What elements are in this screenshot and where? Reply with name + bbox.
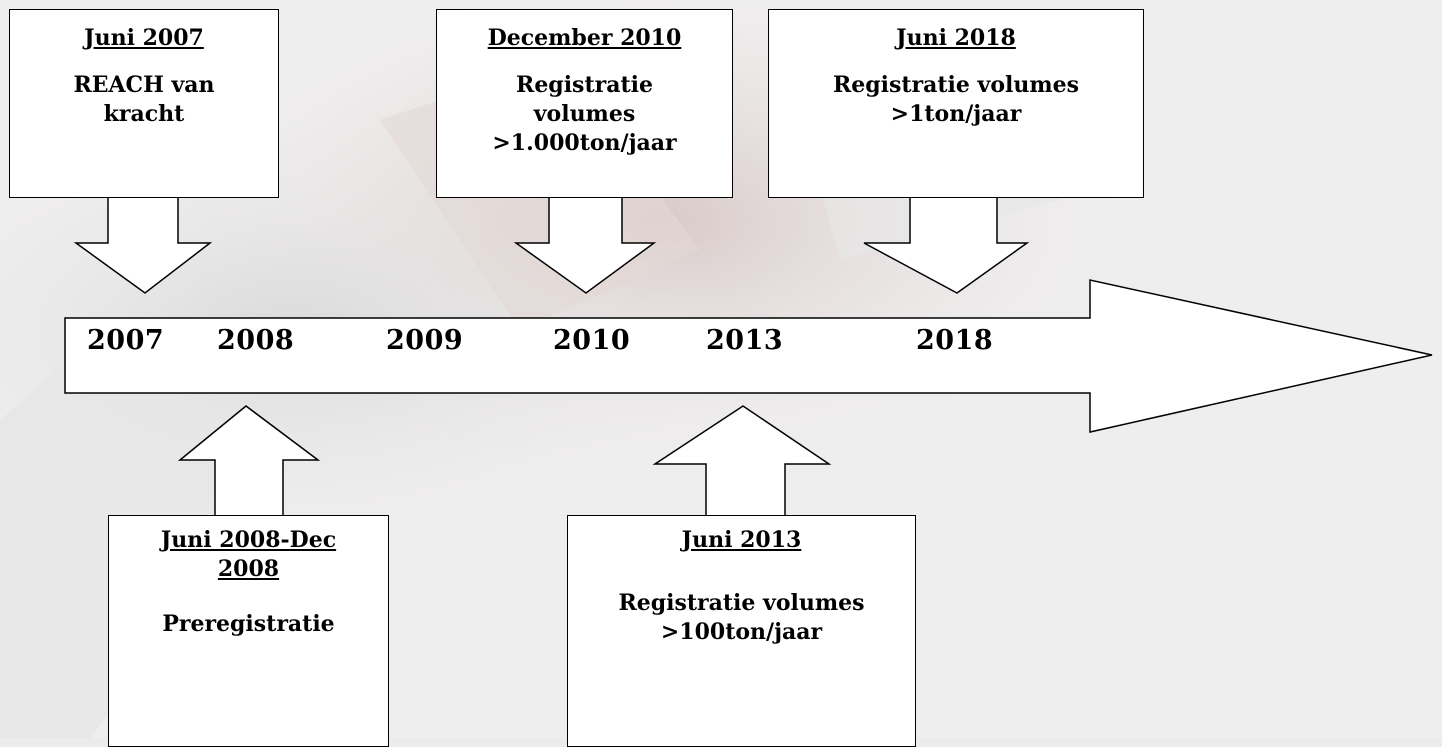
year-label: 2010 — [553, 325, 631, 356]
event-date: Juni 2008-Dec 2008 — [160, 527, 337, 582]
year-label: 2018 — [916, 325, 994, 356]
event-box-registration-2018: Juni 2018 Registratie volumes >1ton/jaar — [768, 9, 1144, 198]
arrow-down-2007 — [73, 196, 213, 294]
event-date: December 2010 — [487, 25, 682, 51]
event-text: Registratie volumes >1ton/jaar — [832, 72, 1080, 127]
event-box-reach-2007: Juni 2007 REACH van kracht — [9, 9, 279, 198]
arrow-down-2010 — [513, 196, 657, 294]
event-box-registration-2010: December 2010 Registratie volumes >1.000… — [436, 9, 733, 198]
event-date: Juni 2018 — [896, 25, 1016, 51]
year-label: 2007 — [87, 325, 165, 356]
event-box-registration-2013: Juni 2013 Registratie volumes >100ton/ja… — [567, 515, 916, 747]
event-text: REACH van kracht — [73, 72, 215, 127]
year-label: 2008 — [217, 325, 295, 356]
year-label: 2009 — [386, 325, 464, 356]
event-date: Juni 2013 — [681, 527, 802, 553]
arrow-down-2018 — [863, 196, 1030, 294]
event-text: Registratie volumes >100ton/jaar — [618, 590, 865, 645]
arrow-up-2013 — [652, 405, 832, 517]
timeline-arrow — [64, 279, 1433, 433]
arrow-up-2008 — [177, 405, 321, 517]
event-date: Juni 2007 — [84, 25, 204, 51]
event-text: Preregistratie — [162, 611, 335, 637]
event-text: Registratie volumes >1.000ton/jaar — [492, 72, 677, 156]
year-label: 2013 — [706, 325, 784, 356]
event-box-preregistration-2008: Juni 2008-Dec 2008 Preregistratie — [108, 515, 389, 747]
